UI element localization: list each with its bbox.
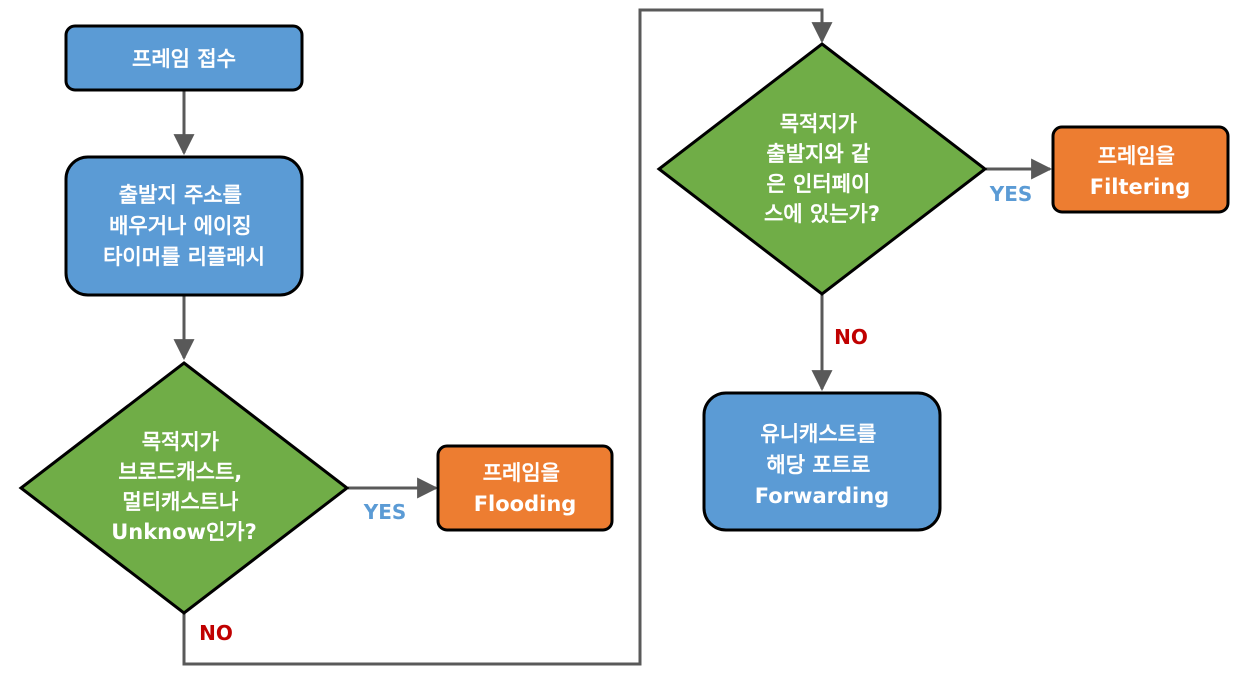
label-broadcast-yes: YES — [363, 500, 407, 524]
node-decision-broadcast-shape — [18, 361, 350, 615]
node-flooding-shape — [436, 444, 614, 532]
label-same-interface-yes: YES — [989, 182, 1033, 206]
node-decision-broadcast: 목적지가 브로드캐스트, 멀티캐스트나 Unknow인가? — [18, 361, 350, 615]
node-decision-broadcast-line-3: 멀티캐스트나 — [122, 490, 239, 514]
node-flooding-line-2: Flooding — [474, 492, 577, 516]
node-decision-same-interface-line-2: 출발지와 같 — [766, 142, 870, 166]
label-same-interface-no: NO — [834, 325, 868, 349]
node-decision-broadcast-line-2: 브로드캐스트, — [118, 460, 242, 484]
node-receive-frame-shape — [64, 24, 304, 92]
connector-broadcast-no — [182, 8, 833, 666]
node-decision-broadcast-line-4: Unknow인가? — [111, 520, 257, 544]
node-forwarding-line-1: 유니캐스트를 — [760, 422, 876, 446]
node-learn-source-shape — [64, 155, 304, 297]
node-learn-source-line-1: 출발지 주소를 — [119, 183, 242, 207]
svg-text:프레임 접수: 프레임 접수 — [132, 47, 236, 71]
node-forwarding: 유니캐스트를 해당 포트로 Forwarding — [702, 391, 942, 532]
svg-text:출발지 주소를 배우거나 에이징: 출발지 주소를 배우거나 에이징 타이머를 리플래시 — [103, 183, 265, 269]
label-broadcast-no: NO — [199, 621, 233, 645]
node-flooding: 프레임을 Flooding — [436, 444, 614, 532]
node-learn-source-line-3: 타이머를 리플래시 — [103, 245, 265, 269]
node-forwarding-line-3: Forwarding — [755, 484, 889, 508]
node-filtering-line-2: Filtering — [1090, 175, 1191, 199]
node-filtering: 프레임을 Filtering — [1051, 125, 1230, 214]
svg-text:프레임을 Flooding: 프레임을 Flooding — [474, 461, 577, 516]
node-forwarding-line-2: 해당 포트로 — [766, 453, 870, 477]
node-receive-frame-line: 프레임 접수 — [132, 47, 236, 71]
node-decision-same-interface-shape — [656, 42, 988, 296]
node-filtering-shape — [1051, 125, 1230, 214]
node-decision-same-interface-line-3: 은 인터페이 — [766, 172, 870, 196]
node-filtering-line-1: 프레임을 — [1098, 144, 1175, 168]
node-decision-broadcast-line-1: 목적지가 — [142, 430, 220, 454]
node-decision-same-interface-line-4: 스에 있는가? — [764, 202, 880, 226]
connectors — [173, 8, 1053, 666]
svg-text:목적지가 출발지와 같 은: 목적지가 출발지와 같 은 인터페이 스에 있는가? — [764, 112, 880, 226]
node-decision-same-interface: 목적지가 출발지와 같 은 인터페이 스에 있는가? — [656, 42, 988, 296]
svg-text:프레임을 Filtering: 프레임을 Filtering — [1090, 144, 1191, 199]
node-learn-source: 출발지 주소를 배우거나 에이징 타이머를 리플래시 — [64, 155, 304, 297]
node-flooding-line-1: 프레임을 — [483, 461, 560, 485]
svg-text:유니캐스트를 해당 포트로: 유니캐스트를 해당 포트로 Forwarding — [755, 422, 889, 508]
svg-text:목적지가 브로드캐스트, 멀: 목적지가 브로드캐스트, 멀티캐스트나 Unknow인가? — [111, 430, 257, 544]
node-forwarding-shape — [702, 391, 942, 532]
node-decision-same-interface-line-1: 목적지가 — [780, 112, 858, 136]
node-learn-source-line-2: 배우거나 에이징 — [109, 214, 252, 238]
node-receive-frame: 프레임 접수 — [64, 24, 304, 92]
